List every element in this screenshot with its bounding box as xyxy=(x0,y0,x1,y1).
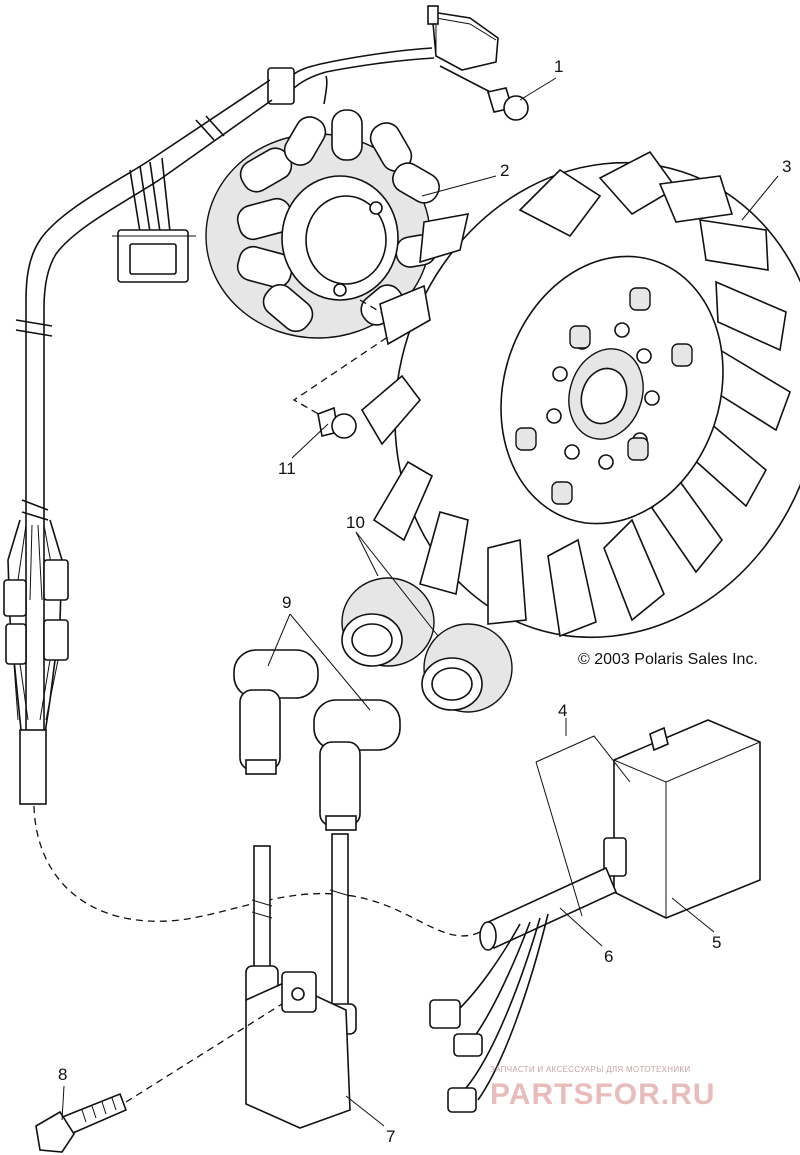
callout-9: 9 xyxy=(282,593,291,612)
copyright-text: © 2003 Polaris Sales Inc. xyxy=(578,651,758,668)
callout-7: 7 xyxy=(386,1127,395,1146)
bolt-8 xyxy=(35,1092,128,1153)
callout-8: 8 xyxy=(58,1065,67,1084)
cdi-module xyxy=(429,719,761,1113)
flywheel xyxy=(360,150,800,639)
watermark-tagline: ЗАПЧАСТИ И АКСЕССУАРЫ ДЛЯ МОТОТЕХНИКИ xyxy=(490,1065,690,1074)
callout-labels: 1 2 3 4 5 6 7 8 9 10 11 xyxy=(58,57,791,1146)
callout-3: 3 xyxy=(782,157,791,176)
flywheel-bolt-holes xyxy=(546,322,660,470)
ignition-coil xyxy=(245,833,357,1129)
leader-lines xyxy=(61,77,779,1127)
bolt-line xyxy=(125,1003,283,1103)
callout-1: 1 xyxy=(554,57,563,76)
callout-5: 5 xyxy=(712,933,721,952)
callout-4: 4 xyxy=(558,701,567,720)
callout-6: 6 xyxy=(604,947,613,966)
watermark: ЗАПЧАСТИ И АКСЕССУАРЫ ДЛЯ МОТОТЕХНИКИ PA… xyxy=(490,1065,715,1111)
screw-11 xyxy=(317,406,357,439)
screw-1 xyxy=(439,65,529,121)
wiring-harness xyxy=(3,5,499,805)
callout-2: 2 xyxy=(500,161,509,180)
callout-10: 10 xyxy=(346,513,365,532)
watermark-brand: PARTSFOR.RU xyxy=(490,1078,715,1111)
stator xyxy=(205,75,440,339)
spacers xyxy=(341,577,513,713)
spark-plug-caps xyxy=(233,649,401,831)
callout-11: 11 xyxy=(278,459,296,478)
harness-routing-line xyxy=(33,805,485,937)
